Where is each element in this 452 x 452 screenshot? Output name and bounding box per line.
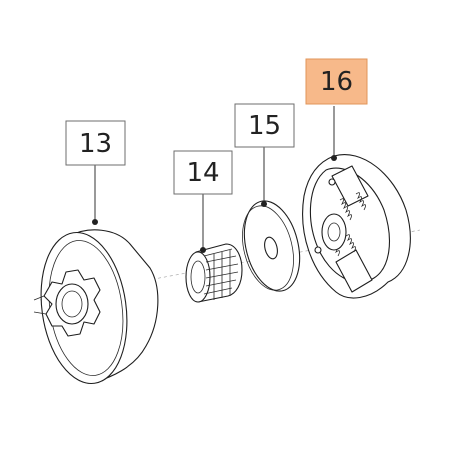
callout-label-16: 16 bbox=[320, 67, 353, 97]
part-13-clutch-drum[interactable] bbox=[32, 227, 159, 389]
callout-label-15: 15 bbox=[248, 111, 281, 141]
callout-14[interactable]: 14 bbox=[173, 150, 233, 195]
callout-15[interactable]: 15 bbox=[234, 103, 295, 148]
leader-dot-16 bbox=[331, 155, 337, 161]
callout-label-14: 14 bbox=[186, 158, 219, 188]
part-15-washer[interactable] bbox=[234, 195, 308, 297]
callout-16[interactable]: 16 bbox=[305, 58, 368, 105]
leader-dot-15 bbox=[261, 201, 267, 207]
callout-box-13 bbox=[65, 120, 126, 166]
leader-dot-14 bbox=[200, 247, 206, 253]
callout-box-14 bbox=[173, 150, 233, 195]
leader-dot-13 bbox=[92, 219, 98, 225]
part-16-clutch-assembly[interactable] bbox=[302, 154, 411, 299]
part-14-needle-bearing[interactable] bbox=[185, 243, 243, 303]
callout-label-13: 13 bbox=[79, 129, 112, 159]
callout-box-15 bbox=[234, 103, 295, 148]
callout-13[interactable]: 13 bbox=[65, 120, 126, 166]
callout-box-16-highlighted bbox=[305, 58, 368, 105]
